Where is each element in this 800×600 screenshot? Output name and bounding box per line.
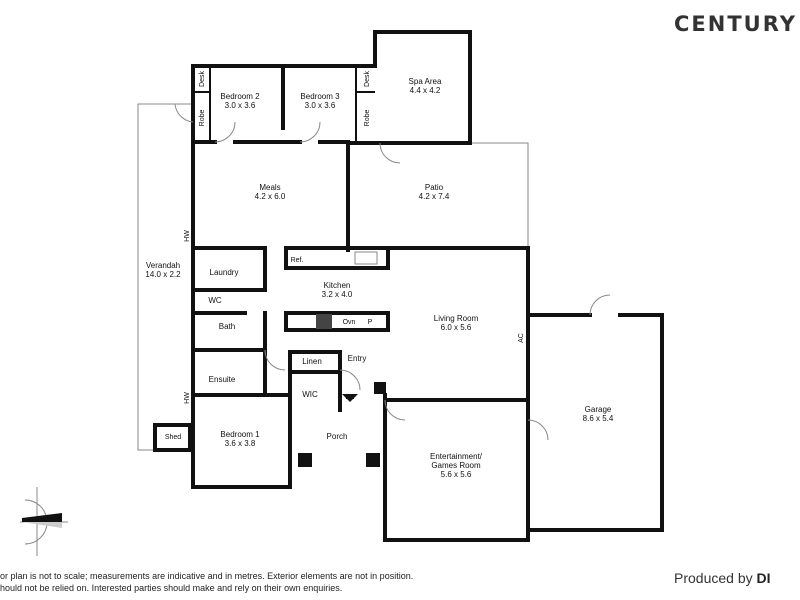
sink-icon — [354, 251, 378, 265]
ensuite-label: Ensuite — [209, 375, 236, 384]
room-size: 4.2 x 7.4 — [419, 192, 450, 201]
disclaimer-line: or plan is not to scale; measurements ar… — [0, 571, 414, 581]
producer-credit: Produced by DI — [674, 570, 771, 586]
hot-water-label: HW — [184, 230, 191, 242]
room-size: 3.0 x 3.6 — [225, 101, 256, 110]
room-name: Entertainment/ — [430, 452, 483, 461]
entry-label: Entry — [348, 354, 367, 363]
shed-label: Shed — [165, 434, 181, 441]
fridge-label: Ref. — [291, 257, 304, 264]
room-name: Bedroom 3 — [300, 92, 340, 101]
room-size: 14.0 x 2.2 — [145, 270, 181, 279]
room-name: Meals — [259, 183, 280, 192]
wc-label: WC — [208, 296, 222, 305]
room-name: Kitchen — [324, 281, 351, 290]
disclaimer: or plan is not to scale; measurements ar… — [0, 570, 413, 594]
doors — [174, 103, 611, 441]
pantry-label: P — [368, 319, 373, 326]
room-name: Patio — [425, 183, 444, 192]
room-size: 3.6 x 3.8 — [225, 439, 256, 448]
ac-label: AC — [518, 333, 525, 343]
room-name: Garage — [585, 405, 612, 414]
laundry-label: Laundry — [210, 268, 239, 277]
room-name: Living Room — [434, 314, 479, 323]
porch-label: Porch — [327, 432, 348, 441]
robe-label: Robe — [199, 110, 206, 127]
desk-label: Desk — [364, 71, 371, 87]
wall-pier — [374, 382, 386, 394]
room-size: 5.6 x 5.6 — [441, 470, 472, 479]
room-size: 6.0 x 5.6 — [441, 323, 472, 332]
room-name: Bedroom 2 — [220, 92, 260, 101]
room-size: 3.0 x 3.6 — [305, 101, 336, 110]
room-size: 3.2 x 4.0 — [322, 290, 353, 299]
walls — [153, 30, 664, 542]
cooktop-icon — [316, 314, 332, 329]
room-size: 8.6 x 5.4 — [583, 414, 614, 423]
disclaimer-line: hould not be relied on. Interested parti… — [0, 583, 343, 593]
desk-label: Desk — [199, 71, 206, 87]
porch-column — [298, 453, 312, 467]
room-size: 4.4 x 4.2 — [410, 86, 441, 95]
room-name: Verandah — [146, 261, 180, 270]
porch-column — [366, 453, 380, 467]
closet-walls — [193, 66, 375, 142]
bath-label: Bath — [219, 322, 235, 331]
room-size: 4.2 x 6.0 — [255, 192, 286, 201]
north-arrow-icon — [20, 487, 68, 556]
brand-logo: CENTURY — [674, 12, 797, 36]
producer-logo: DI — [756, 570, 771, 586]
produced-by-text: Produced by — [674, 570, 753, 586]
room-name: Games Room — [431, 461, 481, 470]
hot-water-label: HW — [184, 392, 191, 404]
room-name: Spa Area — [409, 77, 442, 86]
robe-label: Robe — [364, 110, 371, 127]
wic-label: WIC — [302, 390, 318, 399]
linen-label: Linen — [302, 357, 322, 366]
room-name: Bedroom 1 — [220, 430, 260, 439]
entry-arrow-icon — [346, 394, 354, 399]
oven-label: Ovn — [343, 319, 356, 326]
